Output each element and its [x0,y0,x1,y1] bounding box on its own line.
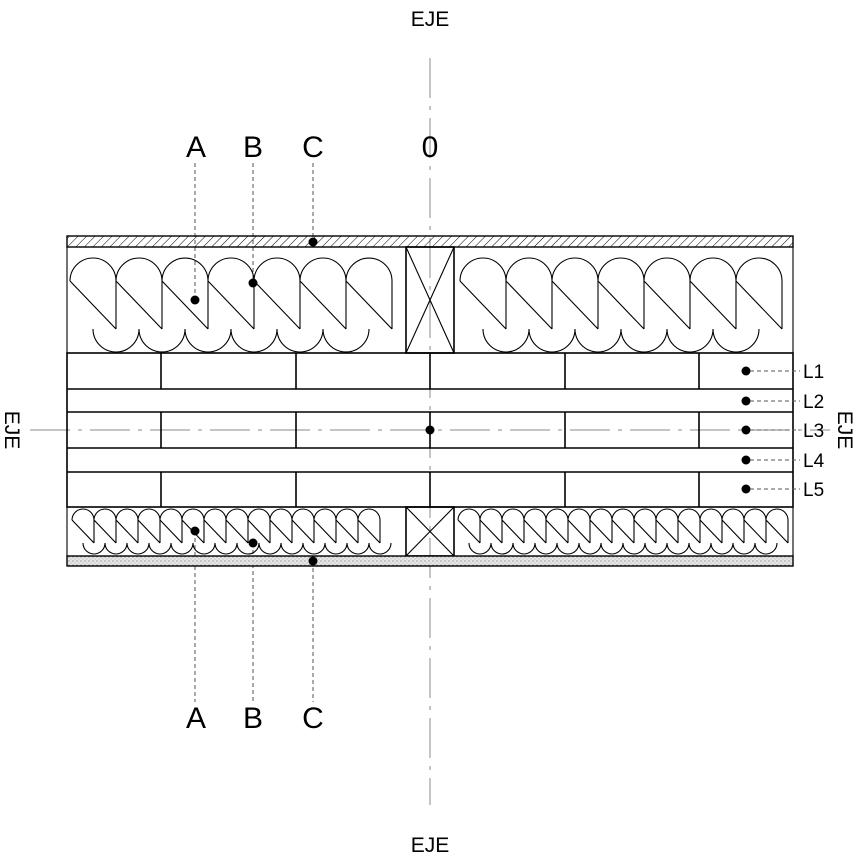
axis-label-right: EJE [833,411,856,450]
point-bottom-c [308,556,318,566]
point-top-a [190,295,200,305]
layer-label-l1: L1 [803,362,824,383]
layer-label-l4: L4 [803,451,825,472]
section-label-top-b: B [243,131,263,164]
axis-label-bottom: EJE [411,834,450,857]
layer-markers: L1 L2 L3 L4 L5 [741,362,825,501]
insulation-wool-top-right [459,257,783,353]
section-label-top-c: C [302,131,324,164]
point-origin [425,425,435,435]
measurement-points [190,237,435,566]
insulation-wool-bottom-right [457,508,789,555]
layer-label-l3: L3 [803,421,824,442]
layer-point-l2 [741,396,751,406]
section-label-top-a: A [186,131,206,164]
section-label-bottom-a: A [186,702,206,735]
layer-label-l5: L5 [803,480,824,501]
layer-point-l1 [741,366,751,376]
point-top-c [308,237,318,247]
point-top-b [248,278,258,288]
bottom-insulation-layer [66,506,794,557]
section-label-bottom-b: B [243,702,263,735]
point-bottom-a [190,526,200,536]
top-cladding-board [66,235,794,248]
layer-point-l5 [741,484,751,494]
bottom-plaster-board [66,555,794,567]
layer-label-l2: L2 [803,392,824,413]
section-label-bottom-c: C [302,702,324,735]
origin-label: 0 [422,131,439,164]
insulation-wool-bottom-left [71,508,392,555]
layer-point-l3 [741,425,751,435]
axis-label-left: EJE [0,411,23,450]
axis-label-top: EJE [411,8,450,31]
point-bottom-b [248,538,258,548]
layer-point-l4 [741,455,751,465]
insulation-wool-top-left [69,257,393,353]
